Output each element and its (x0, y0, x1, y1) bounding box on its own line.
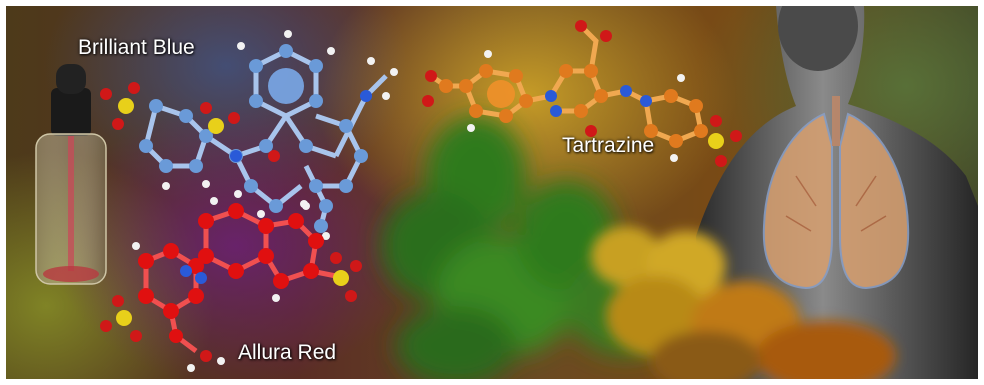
illustration-scene: Brilliant Blue Tartrazine Allura Red (6, 6, 978, 379)
label-brilliant-blue: Brilliant Blue (78, 36, 195, 59)
label-tartrazine: Tartrazine (562, 134, 655, 157)
allura-red-molecule (100, 190, 362, 372)
lungs (762, 96, 910, 290)
tartrazine-molecule (422, 20, 742, 167)
label-allura-red: Allura Red (238, 341, 337, 364)
head-shadow (778, 6, 858, 71)
trachea (832, 96, 840, 146)
brilliant-blue-molecule (100, 30, 398, 240)
dropper-bottle-icon (35, 64, 107, 285)
scene-artwork (35, 6, 978, 379)
yellow-smoke (591, 226, 896, 379)
